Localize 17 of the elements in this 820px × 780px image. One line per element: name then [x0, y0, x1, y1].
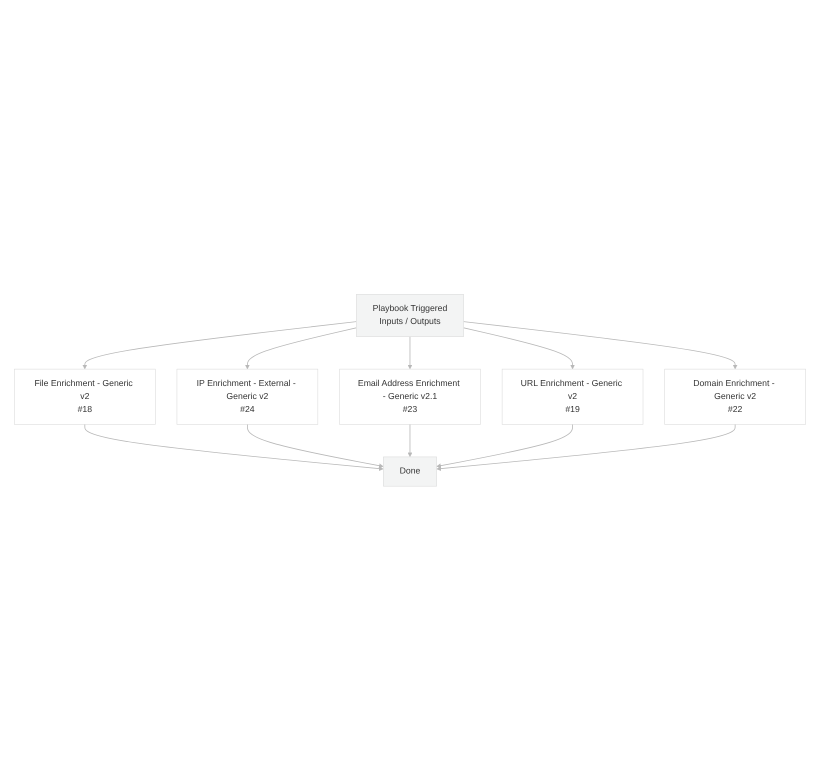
- arrow: [408, 336, 412, 370]
- node-box: IP Enrichment - External - Generic v2 #24: [176, 368, 318, 424]
- node-box: URL Enrichment - Generic v2 #19: [502, 368, 644, 424]
- node-box: Done: [383, 456, 437, 486]
- arrow: [408, 424, 412, 457]
- node-box: Playbook Triggered Inputs / Outputs: [356, 294, 464, 337]
- arrow: [463, 320, 738, 370]
- arrow: [436, 424, 573, 468]
- arrow: [245, 327, 357, 370]
- node-box: Email Address Enrichment - Generic v2.1 #23: [339, 368, 481, 424]
- arrow: [463, 327, 575, 370]
- node-box: Domain Enrichment - Generic v2 #22: [664, 368, 806, 424]
- arrow: [84, 424, 384, 471]
- arrow: [247, 424, 384, 468]
- arrow: [436, 424, 736, 471]
- arrow: [82, 320, 357, 370]
- node-box: File Enrichment - Generic v2 #18: [14, 368, 156, 424]
